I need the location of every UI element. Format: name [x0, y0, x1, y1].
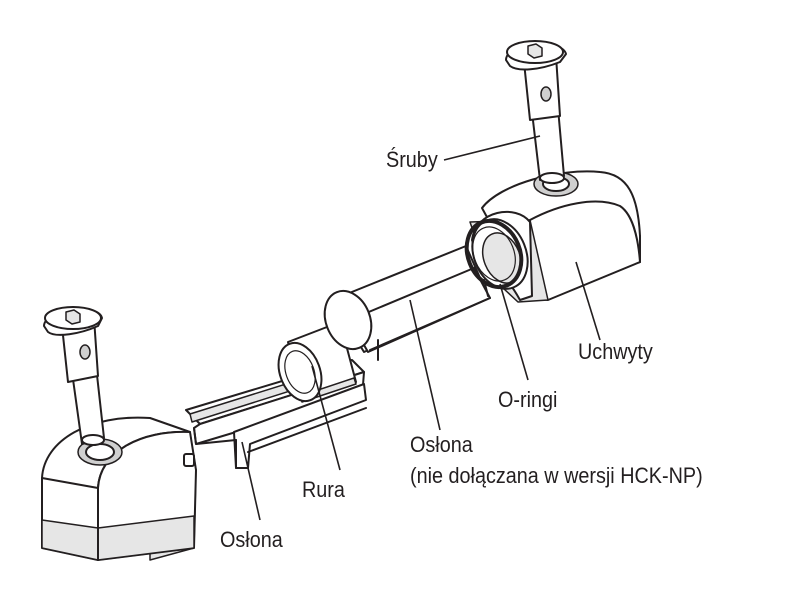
upper-cover-sleeve	[323, 245, 491, 361]
tube	[277, 321, 357, 403]
label-holders: Uchwyty	[578, 339, 653, 364]
label-upper-cover: Osłona	[410, 432, 473, 457]
leader-screws	[443, 135, 541, 161]
leader-holders	[575, 261, 601, 341]
leader-tube	[311, 365, 341, 471]
label-upper-cover-note: (nie dołączana w wersji HCK-NP)	[410, 463, 703, 488]
label-o-rings: O-ringi	[498, 387, 558, 412]
label-tube: Rura	[302, 477, 345, 502]
label-lower-cover: Osłona	[220, 527, 283, 552]
right-holder	[469, 170, 641, 303]
right-screw	[505, 40, 567, 184]
left-holder	[41, 416, 197, 561]
o-ring	[464, 219, 524, 289]
label-screws: Śruby	[386, 147, 438, 172]
leader-o-rings	[499, 283, 529, 381]
leader-upper-cover	[409, 299, 441, 431]
left-screw	[43, 306, 105, 446]
leader-lower-cover	[241, 441, 261, 521]
